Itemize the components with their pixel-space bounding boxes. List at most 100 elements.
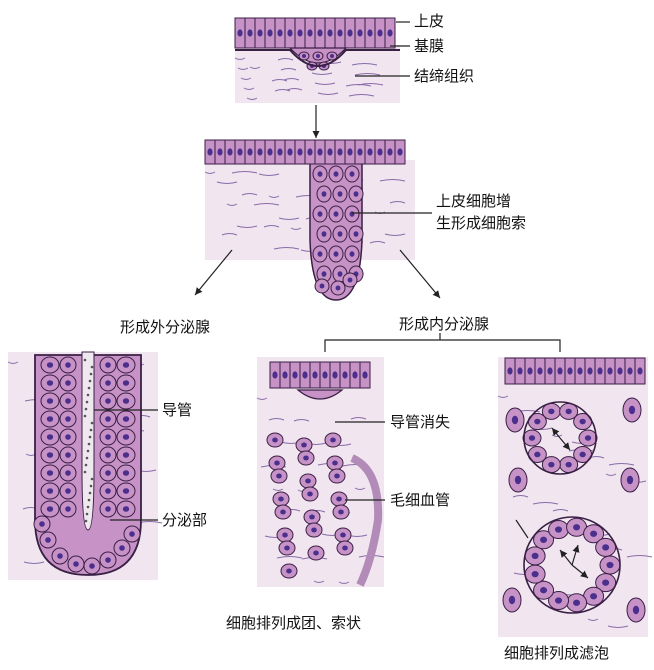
- cell-nucleus: [637, 367, 642, 374]
- cell-nucleus: [627, 367, 632, 374]
- cell-nucleus: [527, 367, 532, 374]
- cell-nucleus: [123, 398, 129, 404]
- secretion-dot: [90, 485, 93, 488]
- cell-nucleus: [557, 367, 562, 374]
- epithelium-cell-layer: [205, 140, 405, 164]
- cell-nucleus: [352, 371, 357, 378]
- cell-nucleus: [278, 497, 284, 502]
- cell-nucleus: [123, 488, 129, 494]
- cell-nucleus: [237, 29, 242, 36]
- cell-nucleus: [534, 419, 540, 425]
- cell-nucleus: [332, 461, 338, 466]
- cell-nucleus: [627, 476, 633, 484]
- cell-nucleus: [105, 416, 111, 422]
- secretion-dot: [88, 499, 91, 502]
- cell-nucleus: [123, 452, 129, 458]
- cell-nucleus: [337, 148, 342, 155]
- label-connective-tissue: 结缔组织: [414, 67, 474, 85]
- cell-nucleus: [105, 434, 111, 440]
- cell-nucleus: [377, 148, 382, 155]
- cell-nucleus: [377, 29, 382, 36]
- cell-nucleus: [105, 470, 111, 476]
- cell-nucleus: [47, 506, 53, 512]
- cell-nucleus: [65, 380, 71, 386]
- cell-nucleus: [322, 191, 327, 197]
- cell-nucleus: [336, 497, 342, 502]
- cell-nucleus: [338, 510, 344, 515]
- cell-nucleus: [517, 367, 522, 374]
- cell-nucleus: [217, 148, 222, 155]
- cell-nucleus: [105, 506, 111, 512]
- cell-nucleus: [287, 29, 292, 36]
- cell-nucleus: [566, 462, 572, 468]
- cell-nucleus: [47, 362, 53, 368]
- cell-nucleus: [340, 533, 346, 538]
- cell-nucleus: [590, 531, 597, 537]
- cell-nucleus: [309, 515, 315, 520]
- cell-nucleus: [305, 479, 311, 484]
- cell-nucleus: [330, 438, 336, 443]
- cell-nucleus: [532, 571, 539, 577]
- cell-nucleus: [47, 470, 53, 476]
- cell-nucleus: [292, 371, 297, 378]
- cell-nucleus: [307, 148, 312, 155]
- cell-nucleus: [65, 416, 71, 422]
- cell-nucleus: [303, 456, 309, 461]
- cell-nucleus: [45, 537, 51, 543]
- secretion-dot: [85, 520, 88, 523]
- secretion-dot: [88, 443, 91, 446]
- cell-nucleus: [237, 148, 242, 155]
- secretion-dot: [91, 366, 94, 369]
- label-form-endocrine: 形成内分泌腺: [399, 315, 489, 333]
- cell-nucleus: [330, 54, 334, 58]
- cell-nucleus: [47, 488, 53, 494]
- panel-endocrine-follicles: [498, 357, 652, 637]
- cell-nucleus: [334, 211, 339, 217]
- secretion-dot: [90, 429, 93, 432]
- cell-nucleus: [540, 587, 547, 593]
- cell-nucleus: [332, 371, 337, 378]
- cell-nucleus: [547, 367, 552, 374]
- epithelium-cell-layer: [505, 358, 645, 384]
- cell-nucleus: [105, 380, 111, 386]
- cell-nucleus: [334, 251, 339, 257]
- cell-nucleus: [123, 470, 129, 476]
- cell-nucleus: [555, 526, 562, 532]
- cell-nucleus: [65, 470, 71, 476]
- cell-nucleus: [65, 488, 71, 494]
- cell-nucleus: [277, 148, 282, 155]
- cell-nucleus: [336, 286, 341, 291]
- cell-nucleus: [334, 171, 339, 177]
- cell-nucleus: [367, 148, 372, 155]
- secretion-dot: [87, 506, 90, 509]
- label-cells-cords: 细胞排列成团、索状: [226, 614, 361, 632]
- cell-nucleus: [322, 271, 327, 277]
- cell-nucleus: [602, 580, 609, 586]
- cell-nucleus: [267, 29, 272, 36]
- cell-nucleus: [39, 521, 45, 527]
- label-capillary: 毛细血管: [390, 491, 450, 509]
- secretion-dot: [91, 478, 94, 481]
- cell-nucleus: [47, 398, 53, 404]
- cell-nucleus: [320, 284, 325, 289]
- cell-nucleus: [311, 528, 317, 533]
- secretion-dot: [85, 408, 88, 411]
- cell-nucleus: [367, 29, 372, 36]
- cell-nucleus: [129, 531, 135, 537]
- cell-nucleus: [276, 474, 282, 479]
- cell-nucleus: [350, 251, 355, 257]
- cell-nucleus: [532, 553, 539, 559]
- panel-endocrine-cords: [257, 357, 384, 587]
- cell-nucleus: [307, 29, 312, 36]
- cell-nucleus: [301, 443, 307, 448]
- cell-nucleus: [597, 367, 602, 374]
- cell-nucleus: [590, 593, 597, 599]
- cell-nucleus: [73, 561, 79, 567]
- secretion-dot: [84, 359, 87, 362]
- cell-nucleus: [105, 398, 111, 404]
- cell-nucleus: [119, 545, 125, 551]
- cell-nucleus: [257, 148, 262, 155]
- cell-nucleus: [327, 148, 332, 155]
- label-epithelium: 上皮: [414, 12, 444, 30]
- cell-nucleus: [362, 371, 367, 378]
